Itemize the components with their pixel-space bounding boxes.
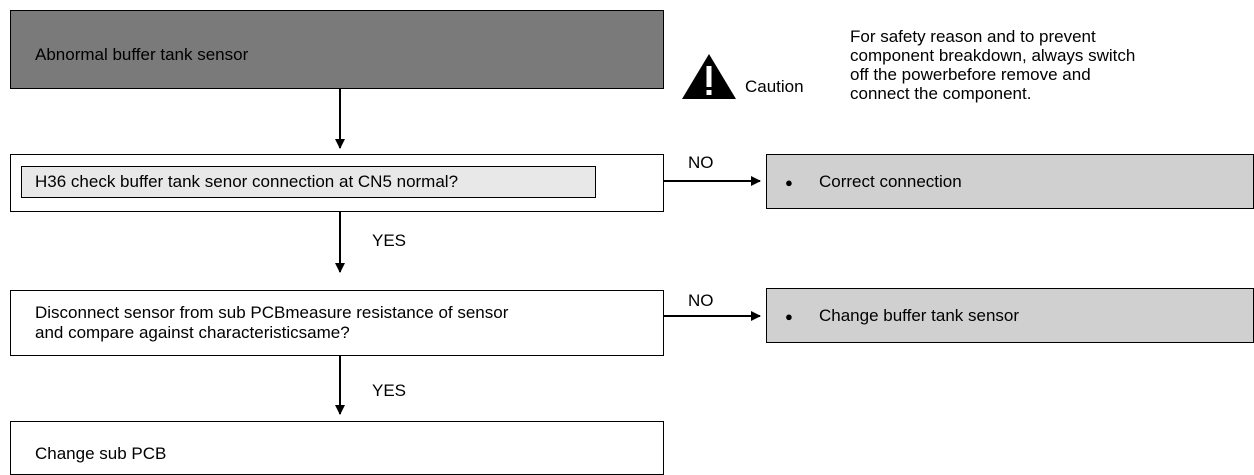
- caution-text-line3: off the powerbefore remove and: [850, 65, 1091, 84]
- check2-text-line1: Disconnect sensor from sub PCBmeasure re…: [35, 303, 509, 322]
- action1-text: Correct connection: [819, 172, 962, 191]
- check2-text-line2: and compare against characteristicsame?: [35, 323, 350, 342]
- action2-box: ● Change buffer tank sensor: [766, 288, 1254, 343]
- end-text: Change sub PCB: [35, 444, 167, 463]
- caution-label: Caution: [745, 77, 804, 96]
- no-label-2: NO: [688, 291, 714, 310]
- no-label-1: NO: [688, 153, 714, 172]
- end-box: Change sub PCB: [10, 421, 664, 475]
- start-text: Abnormal buffer tank sensor: [35, 45, 249, 64]
- action1-box: ● Correct connection: [766, 154, 1254, 209]
- check1-box: H36 check buffer tank senor connection a…: [10, 154, 664, 212]
- caution-text-line2: component breakdown, always switch: [850, 46, 1136, 65]
- check1-inner-box: [21, 166, 596, 198]
- action2-text: Change buffer tank sensor: [819, 306, 1020, 325]
- action1-bullet: ●: [785, 175, 793, 190]
- check1-text: H36 check buffer tank senor connection a…: [35, 172, 459, 191]
- action2-bullet: ●: [785, 309, 793, 324]
- warning-triangle-icon: [682, 54, 736, 99]
- caution-text-line1: For safety reason and to prevent: [850, 27, 1096, 46]
- check2-box: Disconnect sensor from sub PCBmeasure re…: [10, 290, 664, 356]
- start-box: Abnormal buffer tank sensor: [10, 10, 664, 89]
- yes-label-2: YES: [372, 381, 407, 400]
- caution-text-line4: connect the component.: [850, 84, 1032, 103]
- yes-label-1: YES: [372, 231, 407, 250]
